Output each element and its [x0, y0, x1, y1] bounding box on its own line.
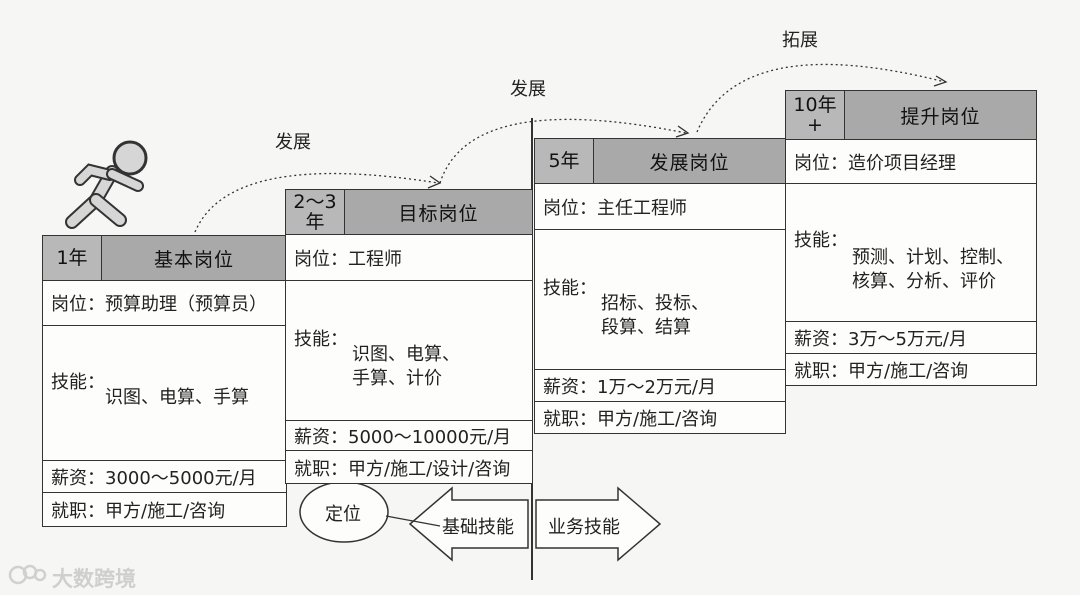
stage-employment: 就职：甲方/施工/咨询 [43, 493, 286, 527]
stage-card-4: 10年+ 提升岗位 岗位：造价项目经理 技能： 预测、计划、控制、 核算、分析、… [785, 90, 1037, 386]
stage-card-header: 2～3年 目标岗位 [286, 190, 532, 235]
stage-level: 1年 [43, 236, 102, 280]
business-skills-label: 业务技能 [548, 513, 620, 539]
stage-salary: 薪资：5000～10000元/月 [286, 421, 532, 451]
stage-skills: 技能： 识图、电算、手算 [43, 326, 286, 461]
stage-salary: 薪资：1万～2万元/月 [535, 370, 785, 402]
stage-title: 目标岗位 [345, 190, 532, 234]
watermark-text: 大数跨境 [52, 563, 136, 593]
stage-employment: 就职：甲方/施工/设计/咨询 [286, 451, 532, 484]
basic-skills-label: 基础技能 [442, 513, 514, 539]
stage-skills: 技能： 招标、投标、 段算、结算 [535, 230, 785, 370]
stage-salary: 薪资：3万～5万元/月 [786, 322, 1036, 354]
stage-salary: 薪资：3000～5000元/月 [43, 461, 286, 493]
stage-level: 10年+ [786, 91, 845, 139]
stage-card-header: 10年+ 提升岗位 [786, 91, 1036, 140]
stage-card-1: 1年 基本岗位 岗位：预算助理（预算员） 技能： 识图、电算、手算 薪资：300… [42, 235, 287, 527]
transition-label-1: 发展 [275, 128, 311, 154]
runner-icon [72, 142, 146, 222]
stage-card-2: 2～3年 目标岗位 岗位：工程师 技能： 识图、电算、 手算、计价 薪资：500… [285, 189, 533, 484]
stage-level: 5年 [535, 139, 594, 183]
stage-position: 岗位：工程师 [286, 235, 532, 281]
stage-title: 基本岗位 [102, 236, 286, 280]
stage-position: 岗位：造价项目经理 [786, 140, 1036, 184]
stage-title: 发展岗位 [594, 139, 785, 183]
stage-skills: 技能： 识图、电算、 手算、计价 [286, 281, 532, 421]
stage-level: 2～3年 [286, 190, 345, 234]
stage-position: 岗位：预算助理（预算员） [43, 281, 286, 326]
transition-label-2: 发展 [510, 75, 546, 101]
stage-employment: 就职：甲方/施工/咨询 [535, 402, 785, 433]
stage-position: 岗位：主任工程师 [535, 184, 785, 230]
stage-card-3: 5年 发展岗位 岗位：主任工程师 技能： 招标、投标、 段算、结算 薪资：1万～… [534, 138, 786, 434]
stage-skills: 技能： 预测、计划、控制、 核算、分析、评价 [786, 184, 1036, 322]
stage-title: 提升岗位 [845, 91, 1036, 139]
positioning-label: 定位 [325, 500, 361, 526]
transition-label-3: 拓展 [782, 26, 818, 52]
watermark-logo-icon [8, 562, 48, 588]
stage-employment: 就职：甲方/施工/咨询 [786, 354, 1036, 386]
stage-card-header: 1年 基本岗位 [43, 236, 286, 281]
stage-card-header: 5年 发展岗位 [535, 139, 785, 184]
